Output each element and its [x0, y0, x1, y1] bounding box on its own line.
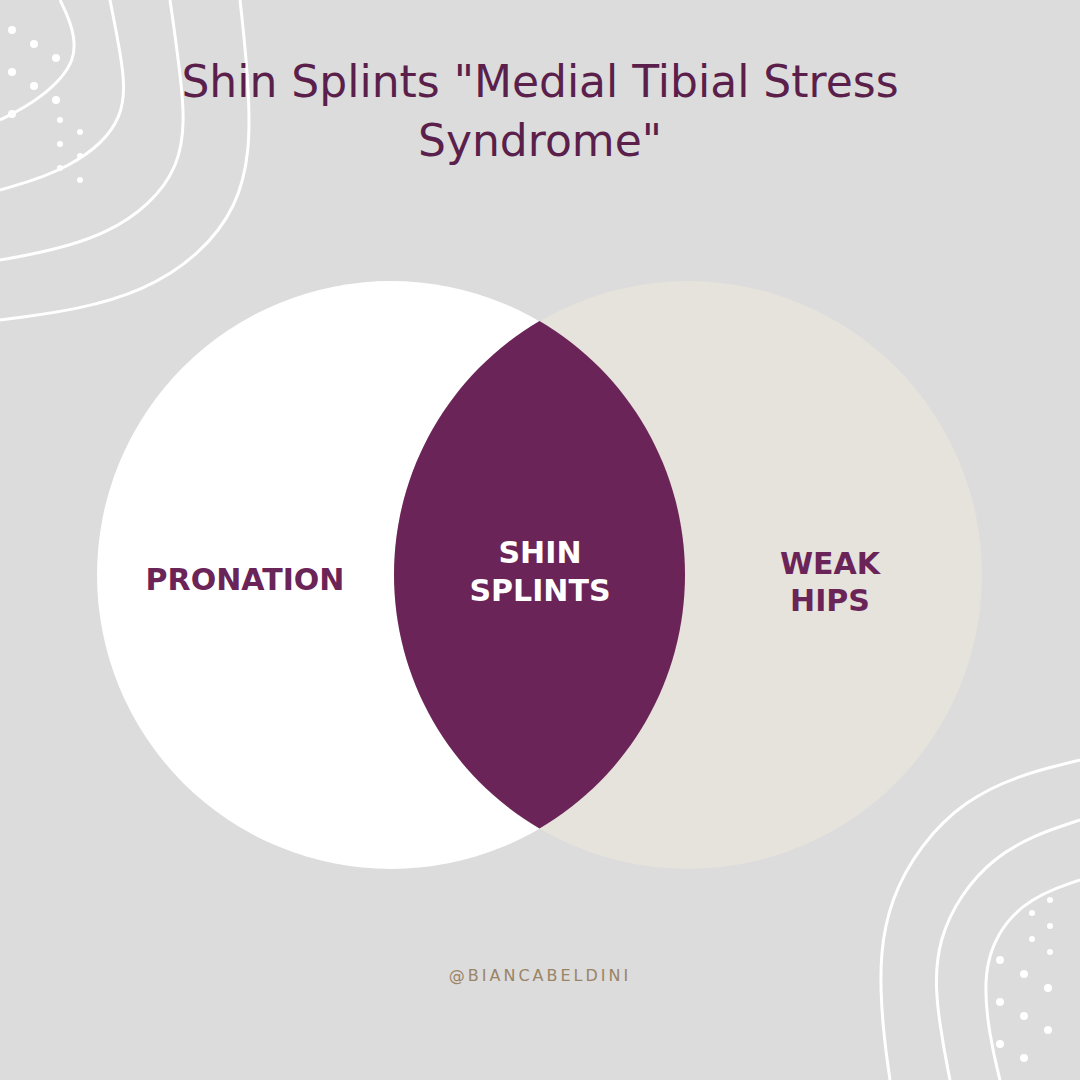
overlap-lens: SHIN SPLINTS — [394, 321, 685, 828]
swirl-line — [0, 0, 249, 320]
swirl-dot — [57, 141, 63, 147]
circle-label: SHIN SPLINTS — [435, 534, 645, 609]
swirl-dot — [8, 68, 16, 76]
swirl-line — [881, 760, 1080, 1080]
swirl-dot — [996, 998, 1004, 1006]
swirl-dot — [57, 165, 63, 171]
swirl-dot — [1044, 1026, 1052, 1034]
circle-fill — [97, 281, 685, 869]
swirl-dot — [77, 177, 83, 183]
swirl-dot — [77, 153, 83, 159]
swirl-dot — [996, 1040, 1004, 1048]
swirl-line — [936, 820, 1080, 1080]
swirl-dot — [52, 54, 60, 62]
swirl-dot — [30, 82, 38, 90]
watermark: @BIANCABELDINI — [240, 966, 840, 985]
swirl-dot — [77, 129, 83, 135]
swirl-dot — [8, 110, 16, 118]
swirl-dot — [1020, 970, 1028, 978]
swirl-line — [0, 0, 74, 120]
swirl-dot — [57, 117, 63, 123]
swirl-dot — [996, 956, 1004, 964]
swirl-dot — [1029, 936, 1035, 942]
circle-label: PRONATION — [115, 561, 375, 599]
circle-fill — [394, 281, 982, 869]
swirl-line — [0, 0, 183, 260]
swirl-dot — [8, 26, 16, 34]
swirl-dot — [1029, 910, 1035, 916]
swirl-line — [986, 880, 1080, 1080]
swirl-dot — [1020, 1054, 1028, 1062]
swirl-dot — [52, 96, 60, 104]
title: Shin Splints "Medial Tibial Stress Syndr… — [160, 52, 920, 171]
swirl-dot — [30, 40, 38, 48]
swirl-dot — [1044, 984, 1052, 992]
swirl-line — [0, 0, 124, 190]
circle-label: WEAK HIPS — [755, 545, 905, 620]
swirl-dot — [1047, 923, 1053, 929]
swirl-dot — [1047, 897, 1053, 903]
swirl-dot — [1047, 949, 1053, 955]
swirl-dot — [1020, 1012, 1028, 1020]
